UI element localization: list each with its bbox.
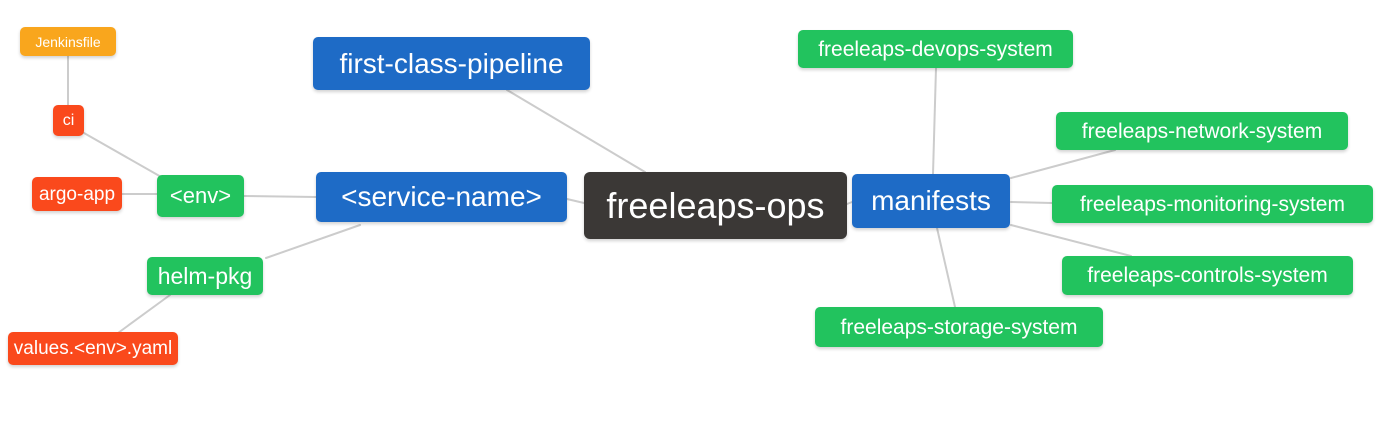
node-freeleaps-network-system[interactable]: freeleaps-network-system <box>1056 112 1348 150</box>
node-jenkinsfile[interactable]: Jenkinsfile <box>20 27 116 56</box>
node-first-class-pipeline[interactable]: first-class-pipeline <box>313 37 590 90</box>
node-env[interactable]: <env> <box>157 175 244 217</box>
node-ci[interactable]: ci <box>53 105 84 136</box>
edge-manifests-controls <box>1010 224 1132 257</box>
node-argo-app[interactable]: argo-app <box>32 177 122 211</box>
node-freeleaps-controls-system[interactable]: freeleaps-controls-system <box>1062 256 1353 295</box>
node-freeleaps-ops-root[interactable]: freeleaps-ops <box>584 172 847 239</box>
node-freeleaps-devops-system[interactable]: freeleaps-devops-system <box>798 30 1073 68</box>
edge-manifests-storage <box>936 227 956 308</box>
node-service-name[interactable]: <service-name> <box>316 172 567 222</box>
edge-manifests-network <box>1010 149 1116 179</box>
node-freeleaps-monitoring-system[interactable]: freeleaps-monitoring-system <box>1052 185 1373 223</box>
edge-env-service-name <box>243 195 317 198</box>
edge-service-name-helm-pkg <box>265 224 361 259</box>
edge-helm-pkg-values <box>117 294 171 334</box>
edge-ci-env <box>83 132 164 179</box>
edge-pipeline-ops <box>506 89 646 173</box>
edge-service-name-ops <box>566 198 585 204</box>
edge-manifests-monitoring <box>1010 201 1053 204</box>
node-manifests[interactable]: manifests <box>852 174 1010 228</box>
node-helm-pkg[interactable]: helm-pkg <box>147 257 263 295</box>
node-freeleaps-storage-system[interactable]: freeleaps-storage-system <box>815 307 1103 347</box>
edge-manifests-devops <box>932 67 937 175</box>
edge-ops-manifests <box>846 201 853 205</box>
node-values-env-yaml[interactable]: values.<env>.yaml <box>8 332 178 365</box>
